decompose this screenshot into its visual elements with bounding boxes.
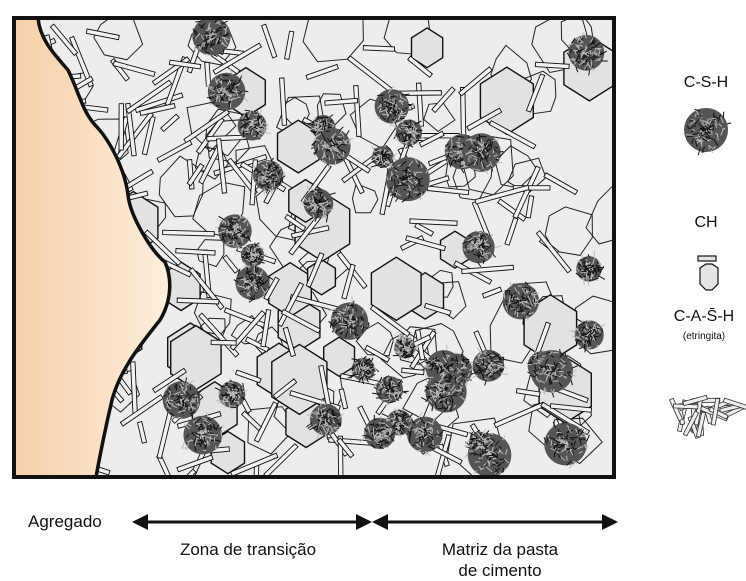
aggregate-label: Agregado [28, 512, 102, 532]
aggregate-to-transition-arrow [132, 514, 372, 530]
legend-ettringite-label: C-A-S̄-H [662, 308, 746, 326]
csh-legend-icon [684, 108, 731, 155]
legend-ch-label: CH [676, 214, 736, 232]
ch-legend-icon [698, 256, 718, 290]
matrix-label-line1: Matriz da pasta [415, 540, 585, 560]
legend-csh-label: C-S-H [676, 74, 736, 92]
matrix-label-line2: de cimento [415, 561, 585, 581]
transition-zone-label: Zona de transição [158, 540, 338, 560]
ettringite-legend-icon [670, 395, 746, 438]
matrix-arrow [372, 514, 618, 530]
legend-ettringite-note: (etringita) [666, 331, 742, 342]
